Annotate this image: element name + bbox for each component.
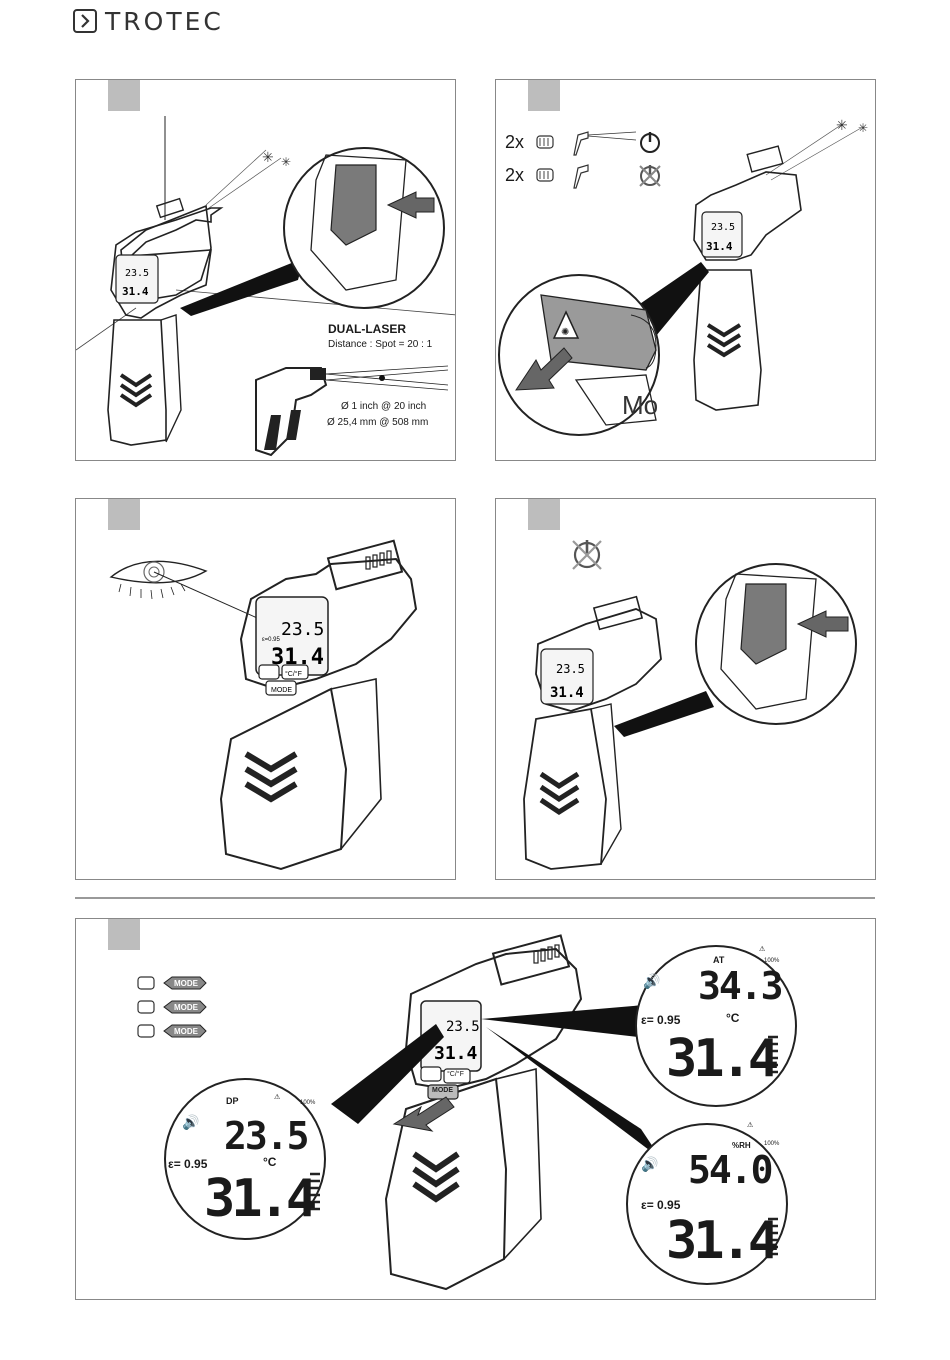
- panel-power-off: 23.5 31.4: [495, 498, 876, 880]
- svg-text:31.4: 31.4: [122, 285, 149, 298]
- eye-icon: [111, 561, 206, 599]
- brand-name: TROTEC: [105, 7, 224, 36]
- zoom-rh-value: 54.0: [688, 1148, 772, 1192]
- mode-button-text: MODE: [271, 687, 292, 694]
- power-off-icon: [573, 540, 601, 569]
- speaker-icon: 🔊: [182, 1113, 199, 1131]
- svg-text:23.5: 23.5: [711, 222, 735, 233]
- spot-size-metric: Ø 25,4 mm @ 508 mm: [327, 417, 428, 428]
- zoom-dp-value: 23.5: [224, 1114, 308, 1158]
- svg-text:23.5: 23.5: [446, 1019, 480, 1035]
- power-off-illustration: 23.5 31.4: [496, 499, 876, 880]
- dual-laser-title: DUAL-LASER: [328, 322, 406, 336]
- press-hand-icon: [138, 1025, 154, 1037]
- zoom-rh-emissivity: ε= 0.95: [641, 1198, 680, 1212]
- press-hand-icon: [138, 977, 154, 989]
- zoom-dp-reading: 31.4: [204, 1169, 313, 1229]
- zoom-dp-mode: DP: [226, 1096, 239, 1106]
- zoom-at-unit: °C: [726, 1011, 739, 1025]
- panel-dual-laser: ✳ ✳ 23.5 31.4 DUAL-LASER Distance : Spot…: [75, 79, 456, 461]
- panel-laser-button: 2x 2x ✳✳ 23.5 31.4 ✺ Mo: [495, 79, 876, 461]
- trotec-logo: TROTEC: [73, 8, 224, 34]
- device-mode-button: MODE: [432, 1087, 453, 1094]
- device-unit-button: °C/°F: [447, 1071, 464, 1078]
- press-hand-icon: [537, 169, 553, 181]
- speaker-icon: 🔊: [643, 972, 660, 990]
- speaker-icon: 🔊: [641, 1155, 658, 1173]
- zoom-at-reading: 31.4: [666, 1029, 775, 1089]
- power-on-icon: [641, 132, 659, 152]
- svg-text:23.5: 23.5: [281, 619, 324, 640]
- svg-text:31.4: 31.4: [706, 240, 733, 253]
- svg-text:23.5: 23.5: [556, 662, 585, 676]
- svg-text:31.4: 31.4: [550, 685, 584, 701]
- zoom-rh-battery: 100%: [764, 1141, 779, 1147]
- zoom-at-emissivity: ε= 0.95: [641, 1013, 680, 1027]
- power-off-icon: [640, 165, 660, 186]
- svg-text:ε=0.95: ε=0.95: [262, 637, 281, 643]
- svg-text:31.4: 31.4: [434, 1043, 478, 1064]
- zoom-at-value: 34.3: [698, 964, 782, 1008]
- panel-mode-cycle: 23.5 31.4 ⚠ ⚠ ⚠ 🔊 🔊 🔊 MODE MODE MODE MOD…: [75, 918, 876, 1300]
- press-hand-icon: [537, 136, 553, 148]
- svg-text:23.5: 23.5: [125, 268, 149, 279]
- laser-illustration: ✳ ✳ 23.5 31.4 ✺: [496, 80, 876, 461]
- mode-label-partial: Mo: [622, 390, 658, 421]
- zoom-dp-unit: °C: [263, 1155, 276, 1169]
- mode-button-icon: MODE: [174, 979, 198, 988]
- section-divider: [75, 897, 875, 899]
- svg-text:✳: ✳: [836, 117, 848, 133]
- mode-button-icon: MODE: [174, 1027, 198, 1036]
- zoom-dp-emissivity: ε= 0.95: [168, 1157, 207, 1171]
- eye-warning-illustration: 23.5 31.4 ε=0.95 °C/°F MODE: [76, 499, 456, 880]
- zoom-dp-battery: 100%: [300, 1100, 315, 1106]
- warning-icon: ⚠: [759, 945, 765, 953]
- svg-text:✺: ✺: [561, 327, 569, 338]
- warning-icon: ⚠: [274, 1093, 280, 1101]
- svg-text:✳: ✳: [858, 121, 868, 135]
- press-hand-icon: [138, 1001, 154, 1013]
- spot-size-imperial: Ø 1 inch @ 20 inch: [341, 401, 426, 412]
- distance-spot-ratio: Distance : Spot = 20 : 1: [328, 339, 432, 350]
- zoom-rh-reading: 31.4: [666, 1211, 775, 1271]
- logo-chevron-icon: [73, 9, 97, 33]
- warning-icon: ⚠: [747, 1121, 753, 1129]
- unit-button-text: °C/°F: [285, 670, 302, 678]
- mode-button-icon: MODE: [174, 1003, 198, 1012]
- svg-text:✳: ✳: [281, 155, 291, 169]
- svg-text:✳: ✳: [262, 149, 274, 165]
- panel-laser-warning: 23.5 31.4 ε=0.95 °C/°F MODE: [75, 498, 456, 880]
